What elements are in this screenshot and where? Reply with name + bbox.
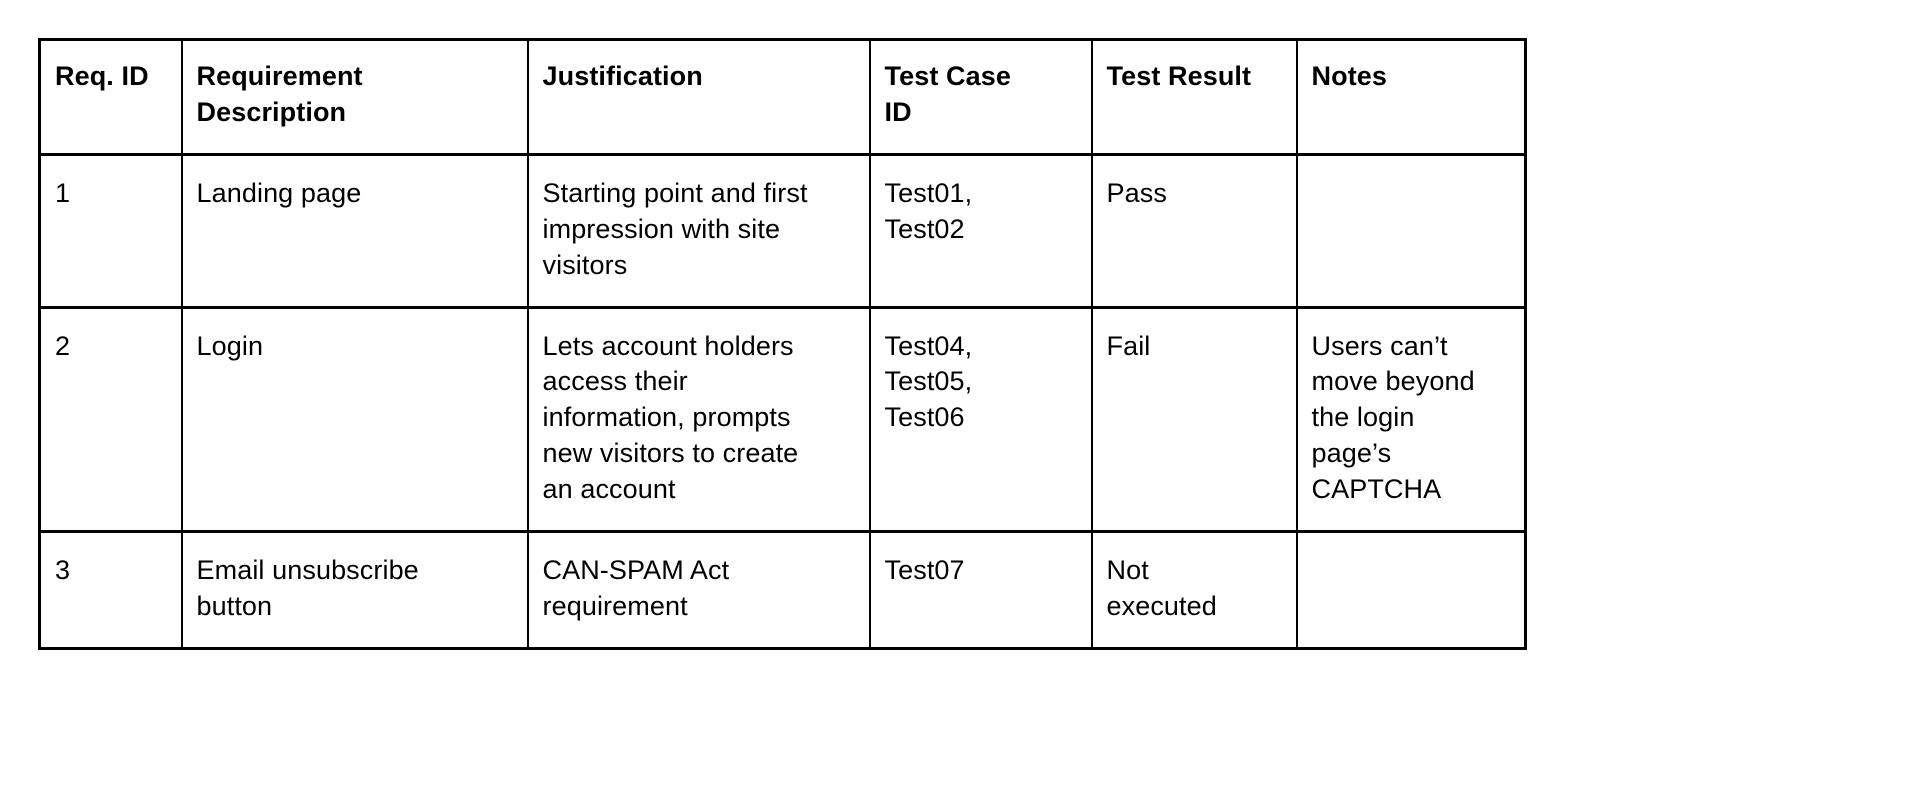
table-body: 1 Landing page Starting point and first … xyxy=(38,152,1527,650)
table-row: 2 Login Lets account holders access thei… xyxy=(38,305,1527,534)
table-row: 3 Email unsubscribe button CAN-SPAM Act … xyxy=(38,530,1527,650)
cell-req-id: 3 xyxy=(38,530,183,650)
requirements-traceability-table: Req. ID Requirement Description Justific… xyxy=(38,38,1527,650)
cell-req-id: 2 xyxy=(38,305,183,534)
table-header: Req. ID Requirement Description Justific… xyxy=(38,38,1527,156)
column-header-req-id: Req. ID xyxy=(38,38,183,156)
cell-requirement-description: Email unsubscribe button xyxy=(180,530,529,650)
cell-notes xyxy=(1295,530,1527,650)
cell-test-result: Not executed xyxy=(1090,530,1298,650)
table-row: 1 Landing page Starting point and first … xyxy=(38,152,1527,309)
cell-requirement-description: Landing page xyxy=(180,152,529,309)
cell-test-result: Pass xyxy=(1090,152,1298,309)
cell-notes: Users can’t move beyond the login page’s… xyxy=(1295,305,1527,534)
table-header-row: Req. ID Requirement Description Justific… xyxy=(38,38,1527,156)
column-header-requirement-description: Requirement Description xyxy=(180,38,529,156)
cell-test-result: Fail xyxy=(1090,305,1298,534)
cell-justification: Starting point and first impression with… xyxy=(526,152,871,309)
cell-justification: Lets account holders access their inform… xyxy=(526,305,871,534)
requirements-table-container: Req. ID Requirement Description Justific… xyxy=(38,38,1527,650)
cell-justification: CAN-SPAM Act requirement xyxy=(526,530,871,650)
cell-test-case-id: Test07 xyxy=(868,530,1093,650)
cell-requirement-description: Login xyxy=(180,305,529,534)
column-header-test-case-id: Test Case ID xyxy=(868,38,1093,156)
cell-notes xyxy=(1295,152,1527,309)
cell-req-id: 1 xyxy=(38,152,183,309)
column-header-justification: Justification xyxy=(526,38,871,156)
column-header-notes: Notes xyxy=(1295,38,1527,156)
cell-test-case-id: Test01, Test02 xyxy=(868,152,1093,309)
column-header-test-result: Test Result xyxy=(1090,38,1298,156)
cell-test-case-id: Test04, Test05, Test06 xyxy=(868,305,1093,534)
